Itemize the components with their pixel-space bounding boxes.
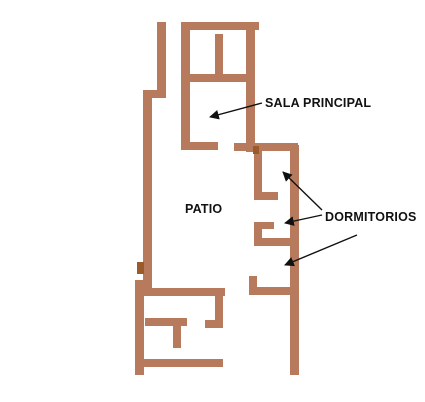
wall-top — [185, 22, 259, 30]
wall-sala-bottom-right — [234, 143, 298, 151]
wall-dorm2-left — [254, 222, 262, 246]
wall-dorm3-bottom — [249, 287, 299, 295]
arrow-sala-principal — [209, 102, 263, 120]
labels: SALA PRINCIPAL PATIO DORMITORIOS — [185, 96, 417, 224]
arrow-dormitorio-1 — [282, 171, 323, 211]
wall-lower-left-outer — [135, 280, 144, 375]
wall-dorm1-bottom — [254, 192, 278, 200]
leader-arrows — [209, 102, 358, 267]
wall-sala-bottom-left — [181, 142, 218, 150]
label-dormitorios: DORMITORIOS — [325, 210, 417, 224]
label-patio: PATIO — [185, 202, 222, 216]
wall-lower-mid — [145, 318, 187, 326]
wall-lower-right — [215, 288, 223, 328]
wall-patch-2 — [137, 262, 144, 274]
wall-upper-left — [181, 22, 190, 150]
arrow-dormitorio-2 — [284, 214, 323, 226]
wall-dorm2-top — [254, 222, 274, 229]
walls — [135, 22, 299, 375]
wall-dorm2-bottom — [254, 238, 299, 246]
wall-lower-inner-v — [173, 318, 181, 348]
wall-dorm1-left — [254, 148, 262, 198]
label-sala-principal: SALA PRINCIPAL — [265, 96, 371, 110]
wall-upper-divider-v — [215, 34, 223, 78]
wall-left-upper — [157, 22, 166, 94]
wall-lower-bottom — [135, 359, 223, 367]
wall-lower-stub — [205, 320, 223, 328]
wall-patch-1 — [253, 146, 259, 154]
arrow-dormitorio-3 — [284, 234, 358, 267]
wall-left-step — [146, 90, 166, 98]
wall-upper-right — [246, 24, 255, 152]
wall-left-main — [143, 90, 152, 290]
wall-lower-top — [135, 288, 225, 296]
wall-dorm3-left — [249, 276, 257, 294]
